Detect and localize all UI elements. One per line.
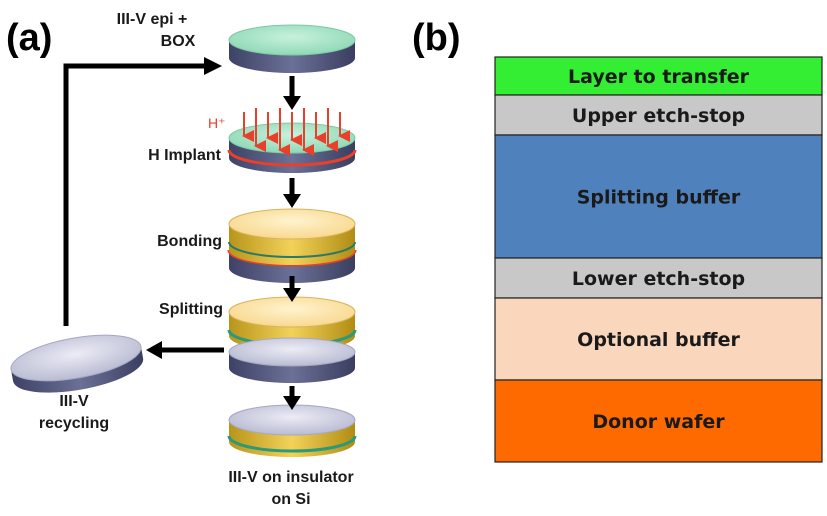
panel-b-label: (b) — [412, 17, 461, 59]
label-epi-box-line1: III-V epi + — [117, 11, 188, 28]
layer-box-0 — [494, 56, 823, 96]
layer-box-4 — [494, 297, 823, 381]
layer-label-4: Optional buffer — [577, 329, 740, 351]
implant-arrows — [242, 108, 350, 156]
layer-label-2: Splitting buffer — [577, 187, 741, 209]
process-arrows — [63, 57, 301, 410]
label-final-line2: on Si — [271, 491, 310, 508]
label-splitting: Splitting — [159, 301, 223, 318]
wafer-bonding — [227, 208, 357, 283]
layer-box-5 — [494, 379, 823, 463]
layer-label-3: Lower etch-stop — [572, 268, 745, 290]
wafer-recycled — [10, 334, 144, 393]
label-h-implant: H Implant — [148, 147, 222, 164]
layer-box-3 — [494, 257, 823, 299]
layer-label-1: Upper etch-stop — [572, 105, 745, 127]
label-bonding: Bonding — [157, 233, 222, 250]
wafer-splitting-bottom — [228, 337, 356, 383]
label-recycling-line2: recycling — [39, 415, 109, 432]
layer-label-0: Layer to transfer — [568, 66, 750, 88]
label-recycling-line1: III-V — [59, 393, 89, 410]
layer-label-5: Donor wafer — [592, 411, 725, 433]
wafer-final — [227, 404, 357, 457]
panel-a-label: (a) — [6, 17, 52, 59]
layer-box-2 — [494, 134, 823, 259]
h-plus-label: H⁺ — [208, 115, 226, 131]
label-final-line1: III-V on insulator — [228, 469, 353, 486]
wafer-epi-box — [228, 24, 356, 73]
label-epi-box-line2: BOX — [161, 33, 196, 50]
